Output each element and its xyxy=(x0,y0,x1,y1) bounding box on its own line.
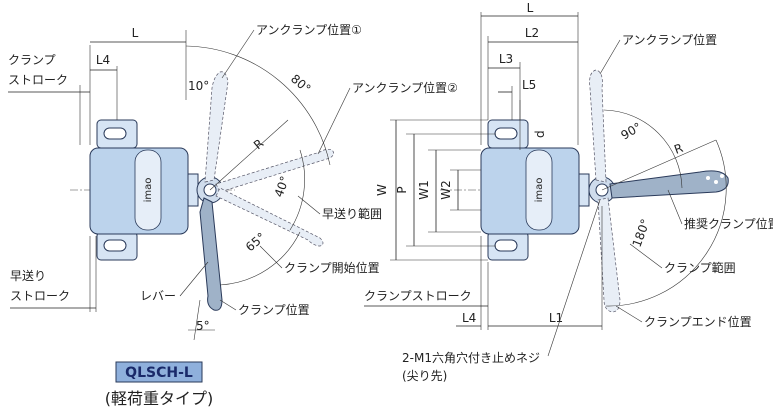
left-ghost-unclamp-2 xyxy=(215,148,334,193)
right-ghost-clamp-end xyxy=(597,197,621,313)
right-pivot-block xyxy=(578,173,590,207)
left-L4-label: L4 xyxy=(96,53,110,67)
left-lever xyxy=(199,197,223,311)
right-L3-label: L3 xyxy=(499,52,513,66)
left-logo-plate xyxy=(134,149,162,231)
left-unclamp-2-leader xyxy=(317,87,351,155)
right-L2-label: L2 xyxy=(525,26,539,40)
left-unclamp-1-leader xyxy=(221,29,255,79)
right-arc-180 xyxy=(605,139,727,307)
left-lever-label: レバー xyxy=(140,289,176,303)
left-unclamp-1-label: アンクランプ位置① xyxy=(256,22,362,37)
right-L1-label: L1 xyxy=(549,311,563,325)
left-L-label: L xyxy=(132,26,139,40)
right-lever-hole-1 xyxy=(706,176,710,180)
right-screw-label: 2-M1六角穴付き止めネジ xyxy=(402,350,540,365)
right-L-label: L xyxy=(527,1,534,15)
left-fast-stroke-line2: ストローク xyxy=(10,289,70,303)
left-clamp-start-label: クランプ開始位置 xyxy=(284,260,380,275)
right-d-label: d xyxy=(533,130,547,138)
right-L4-label: L4 xyxy=(462,311,476,325)
left-logo-text: imao xyxy=(143,178,154,203)
right-angle-180: 180° xyxy=(630,217,653,249)
right-W2-label: W2 xyxy=(439,180,453,200)
left-unclamp-2-label: アンクランプ位置② xyxy=(352,80,458,95)
right-W1-label: W1 xyxy=(417,180,431,200)
right-clamp-stroke-label: クランプストローク xyxy=(364,289,472,303)
right-W-label: W xyxy=(375,184,389,196)
left-angle-10: 10° xyxy=(188,79,209,93)
right-recommended-leader xyxy=(667,189,683,225)
left-radius-R: R xyxy=(251,136,266,152)
right-radius-line xyxy=(601,139,717,191)
right-arc-90 xyxy=(603,109,683,189)
right-lever xyxy=(609,170,729,199)
right-L5-label: L5 xyxy=(522,78,536,92)
left-angle-5: 5° xyxy=(196,319,210,333)
right-P-label: P xyxy=(395,186,409,193)
left-fast-range-label: 早送り範囲 xyxy=(322,206,382,221)
right-angle-90: 90° xyxy=(619,120,644,143)
right-bottom-slot xyxy=(494,239,518,252)
right-lever-hole-2 xyxy=(714,180,718,184)
model-caption: (軽荷重タイプ) xyxy=(105,389,214,408)
left-clamp-stroke-line1: クランプ xyxy=(8,53,56,67)
left-view: imao L L4 クランプ ストローク 早送り ストローク xyxy=(8,22,458,341)
left-radius-line xyxy=(209,119,289,191)
left-clamp-start-leader xyxy=(259,245,283,269)
left-arc-40 xyxy=(289,149,305,231)
right-view: imao L L2 L3 L5 d xyxy=(364,1,773,383)
left-clamp-pos-label: クランプ位置 xyxy=(238,302,310,317)
left-arc-65 xyxy=(219,231,301,286)
model-badge-text: QLSCH-L xyxy=(125,365,193,381)
left-arc-80 xyxy=(185,45,331,166)
right-lever-hole-3 xyxy=(720,174,724,178)
left-fast-range-leader xyxy=(297,195,321,215)
left-bottom-slot xyxy=(103,239,127,252)
left-top-slot xyxy=(103,127,127,140)
left-ghost-clamp-start xyxy=(215,187,324,247)
right-logo-text: imao xyxy=(534,178,545,203)
model-badge xyxy=(115,361,203,383)
right-recommended-label: 推奨クランプ位置 xyxy=(684,216,773,231)
left-angle-40: 40° xyxy=(272,174,292,199)
right-ghost-unclamp xyxy=(589,69,607,183)
right-screw-note: (尖り先) xyxy=(402,369,447,383)
right-top-slot xyxy=(494,127,518,140)
left-lever-leader xyxy=(179,261,209,297)
left-5-ref-line xyxy=(193,299,201,341)
right-unclamp-label: アンクランプ位置 xyxy=(622,32,717,47)
right-screw-leader xyxy=(547,199,601,357)
left-ghost-unclamp-1 xyxy=(204,71,229,183)
right-clamp-end-label: クランプエンド位置 xyxy=(644,314,752,329)
right-unclamp-leader xyxy=(599,39,621,75)
left-fast-stroke-line1: 早送り xyxy=(10,268,46,283)
left-clamp-pos-leader xyxy=(219,299,237,311)
right-clamp-range-label: クランプ範囲 xyxy=(664,260,736,275)
right-clamp-range-leader xyxy=(629,243,663,269)
left-clamp-stroke-line2: ストローク xyxy=(8,73,68,87)
right-clamp-end-leader xyxy=(615,305,643,323)
right-logo-plate xyxy=(525,149,553,231)
